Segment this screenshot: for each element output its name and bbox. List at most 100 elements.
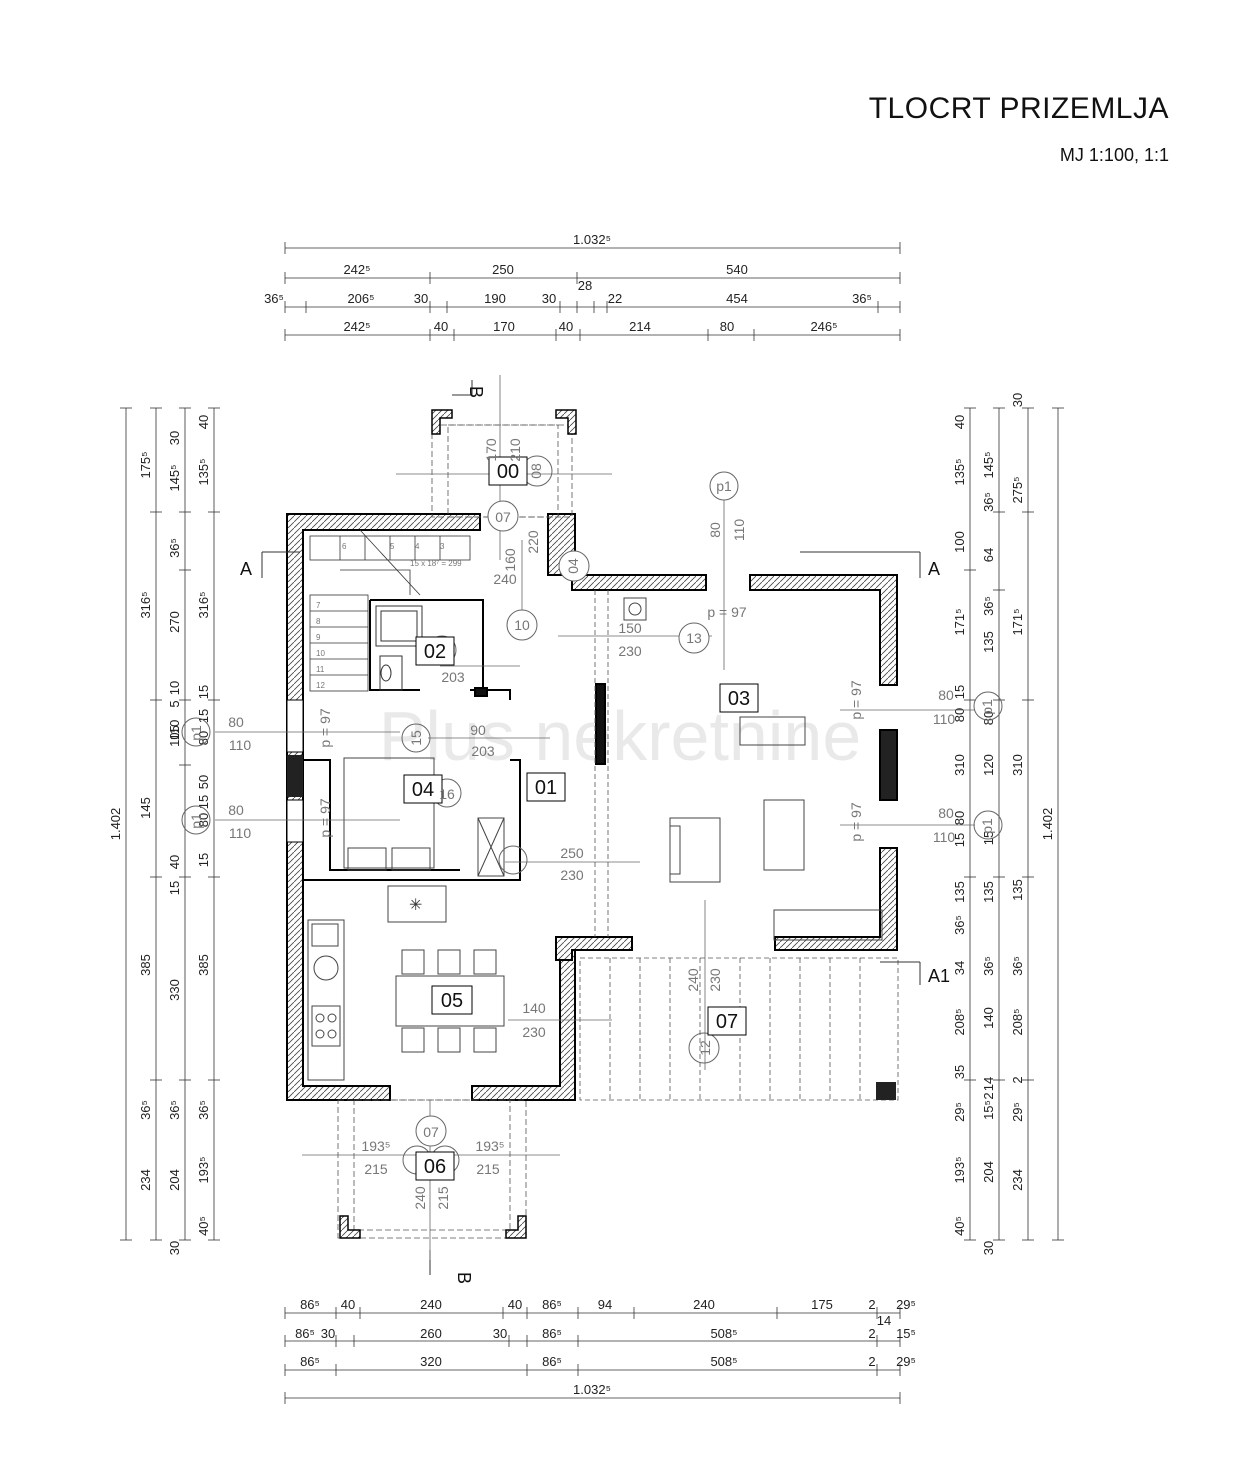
- dim-l1-2: 316⁵: [138, 591, 153, 618]
- dim-l2-6: 5: [167, 700, 182, 707]
- dim-bot-r1-3: 240: [420, 1297, 442, 1312]
- stair-step-8: 8: [316, 617, 321, 626]
- dim-r3-15: 29⁵: [952, 1102, 967, 1122]
- dim-l3-3: 316⁵: [196, 591, 211, 618]
- dim-top-r2-3: 30: [414, 291, 428, 306]
- dim-l2-7: 110: [167, 720, 182, 741]
- stair-step-7: 7: [316, 601, 321, 610]
- bottom-dimensions: [284, 1307, 901, 1404]
- dim-l3-2: 135⁵: [196, 458, 211, 485]
- dim-top-r3-7: 246⁵: [810, 319, 837, 334]
- annotation-circles: [181, 455, 1003, 1175]
- terrace-area: [579, 590, 899, 1101]
- label-250: 250: [560, 845, 584, 861]
- dim-bot-r1-2: 40: [341, 1297, 355, 1312]
- label-80-left-a: 80: [228, 714, 244, 730]
- dim-r2-3: 64: [981, 548, 996, 562]
- dim-r3-11: 36⁵: [952, 915, 967, 935]
- label-215-a: 215: [364, 1161, 388, 1177]
- dim-top-r2-6: 28: [578, 278, 592, 293]
- label-w-top-80: 80: [707, 522, 723, 538]
- dim-bot-r1-1: 86⁵: [300, 1297, 320, 1312]
- dim-bot-r3-3: 86⁵: [542, 1354, 562, 1369]
- label-p97-right-a: p = 97: [848, 680, 864, 720]
- dim-r1-3: 171⁵: [1010, 608, 1025, 635]
- label-08: 08: [528, 463, 544, 479]
- label-110-right-a: 110: [933, 711, 956, 727]
- dim-top-r3-4: 40: [559, 319, 573, 334]
- label-230-c: 230: [522, 1024, 546, 1040]
- dim-bot-r3-6: 29⁵: [896, 1354, 916, 1369]
- room-02: 02: [424, 641, 446, 663]
- dim-r1-1: 30: [1010, 393, 1025, 407]
- bathroom-fixtures: [375, 605, 423, 691]
- bottom-dimension-labels: 86⁵ 40 240 40 86⁵ 94 240 175 2 29⁵ 86⁵ 3…: [295, 1297, 916, 1397]
- kitchen-furniture: [307, 885, 505, 1081]
- room-03: 03: [728, 688, 750, 710]
- dim-top-r1-3: 540: [726, 262, 748, 277]
- dim-bot-r1-10: 29⁵: [896, 1297, 916, 1312]
- dim-bot-r1-4: 40: [508, 1297, 522, 1312]
- label-p1-left-b: p1: [188, 813, 204, 829]
- dim-r2-10: 36⁵: [981, 956, 996, 976]
- room-05: 05: [441, 990, 463, 1012]
- section-labels: A A A1 B B: [240, 386, 950, 1284]
- stair-step-9: 9: [316, 633, 321, 642]
- dim-l1-3: 145: [138, 797, 153, 819]
- dim-r1-10: 234: [1010, 1169, 1025, 1191]
- label-16: 16: [439, 786, 455, 802]
- dim-l2-11: 330: [167, 979, 182, 1001]
- dim-r3-17: 40⁵: [952, 1216, 967, 1236]
- dim-left-total: 1.402: [108, 808, 123, 841]
- dim-l2-3: 36⁵: [167, 538, 182, 558]
- terrace-corner-column: [876, 1082, 896, 1100]
- dim-r2-15: 204: [981, 1161, 996, 1183]
- dim-top-r1-1: 242⁵: [343, 262, 370, 277]
- dim-l1-1: 175⁵: [138, 451, 153, 478]
- opening-annotations: p1 80 110 p = 97 150 230 13 10 04 07 08 …: [188, 438, 995, 1210]
- label-170: 170: [483, 438, 499, 462]
- section-a-right: A: [928, 559, 940, 579]
- dim-top-total: 1.032⁵: [573, 232, 611, 247]
- stair-step-11: 11: [316, 665, 325, 674]
- label-04: 04: [565, 558, 581, 574]
- dim-l2-2: 145⁵: [167, 464, 182, 491]
- dim-r2-5: 135: [981, 631, 996, 653]
- dim-top-r3-2: 40: [434, 319, 448, 334]
- label-210: 210: [507, 438, 523, 462]
- label-07-top: 07: [495, 509, 511, 525]
- dim-r3-14: 35: [952, 1065, 967, 1079]
- dim-bot-r3-2: 320: [420, 1354, 442, 1369]
- room-07: 07: [716, 1011, 738, 1033]
- dim-top-r1-2: 250: [492, 262, 514, 277]
- label-80-right-a: 80: [938, 687, 954, 703]
- top-dimension-labels: 1.032⁵ 242⁵ 250 540 36⁵ 206⁵ 30 190 30 2…: [264, 232, 872, 334]
- dim-r2-6: 80: [981, 711, 996, 725]
- label-w-top-110: 110: [731, 519, 747, 542]
- label-215-c: 215: [435, 1186, 451, 1210]
- canopy-columns: [339, 409, 577, 1239]
- dim-bot-r2-1: 86⁵: [295, 1326, 315, 1341]
- stair-step-12: 12: [316, 681, 325, 690]
- label-p97-left-b: p = 97: [317, 798, 333, 838]
- dim-l3-7: 50: [196, 775, 211, 789]
- watermark: Plus nekretnine: [379, 697, 862, 775]
- section-lines: [261, 380, 921, 1275]
- dim-r1-8: 2: [1010, 1076, 1025, 1083]
- dim-top-r2-9: 36⁵: [852, 291, 872, 306]
- dim-r2-1: 145⁵: [981, 451, 996, 478]
- label-220: 220: [525, 530, 541, 554]
- dim-right-total: 1.402: [1040, 808, 1055, 841]
- dim-r2-14: 15⁵: [981, 1100, 996, 1120]
- label-p1-left-a: p1: [188, 725, 204, 741]
- label-p1-right-a: p1: [979, 699, 995, 715]
- left-dimension-labels: 1.402 175⁵ 316⁵ 145 385 36⁵ 234 30 145⁵ …: [108, 415, 211, 1255]
- dim-r3-16: 193⁵: [952, 1156, 967, 1183]
- dim-r2-7: 120: [981, 754, 996, 776]
- dim-r3-12: 34: [952, 961, 967, 975]
- label-10: 10: [514, 617, 530, 633]
- dim-bot-r1-9: 2: [868, 1297, 875, 1312]
- dim-r3-10: 135: [952, 881, 967, 903]
- side-dimensions: [120, 407, 1064, 1241]
- dim-bot-r2-5: 86⁵: [542, 1326, 562, 1341]
